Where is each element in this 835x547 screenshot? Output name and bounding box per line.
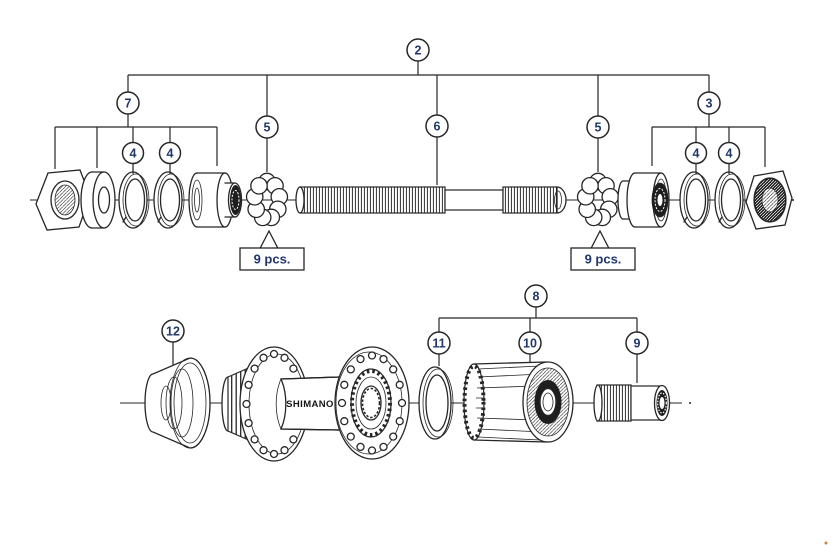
callout-3: 3 <box>697 91 721 115</box>
axle-nut-left <box>35 169 91 231</box>
callout-2: 2 <box>406 38 430 62</box>
dust-cap <box>144 357 211 449</box>
callout-connector-lines <box>54 61 766 383</box>
left-flange <box>239 346 341 462</box>
callout-7: 7 <box>116 91 140 115</box>
callout-5-right: 5 <box>586 115 610 139</box>
callout-6-number: 6 <box>434 120 441 134</box>
lock-washer-right-1 <box>679 171 711 229</box>
right-flange <box>334 346 410 460</box>
callout-11: 11 <box>427 331 451 355</box>
callout-7-number: 7 <box>125 97 132 111</box>
ball-bearings-right <box>576 172 620 227</box>
callout-10-number: 10 <box>523 337 537 351</box>
callout-9-number: 9 <box>634 337 641 351</box>
callout-4-left-2: 4 <box>158 141 182 165</box>
callout-10: 10 <box>518 331 542 355</box>
center-axis-lines <box>30 199 794 404</box>
hub-brand-text: SHIMANO <box>286 399 334 410</box>
callout-5-number: 5 <box>595 121 602 135</box>
callout-2-number: 2 <box>415 44 422 58</box>
freehub-mount-splines <box>350 368 392 438</box>
callout-4-left-1: 4 <box>121 141 145 165</box>
cone-right <box>617 172 670 228</box>
quantity-label-right-text: 9 pcs. <box>585 252 622 267</box>
callout-4-number: 4 <box>726 147 733 161</box>
quantity-label-left: 9 pcs. <box>239 229 305 271</box>
callout-4-number: 4 <box>693 147 700 161</box>
callout-12: 12 <box>161 319 185 343</box>
cone-left <box>188 172 243 228</box>
callout-6: 6 <box>425 114 449 138</box>
callout-8: 8 <box>524 284 548 308</box>
axle <box>295 186 567 214</box>
axle-nut-right <box>745 170 793 230</box>
quantity-label-left-text: 9 pcs. <box>254 252 291 267</box>
seal-ring <box>418 366 454 440</box>
quantity-label-right: 9 pcs. <box>570 229 636 271</box>
callout-5-number: 5 <box>264 121 271 135</box>
ball-bearings-left <box>245 172 289 227</box>
callout-4-right-1: 4 <box>684 141 708 165</box>
freehub-fixing-bolt <box>593 384 671 422</box>
lock-washer-right-2 <box>714 171 746 229</box>
freehub-body <box>462 361 574 443</box>
callout-4-number: 4 <box>130 147 137 161</box>
callout-11-number: 11 <box>432 337 445 351</box>
callout-3-number: 3 <box>706 97 713 111</box>
callout-4-right-2: 4 <box>717 141 741 165</box>
callout-5-left: 5 <box>255 115 279 139</box>
spacer-washer-left <box>80 171 116 229</box>
callout-4-number: 4 <box>167 147 174 161</box>
lock-washer-left-2 <box>153 171 185 229</box>
callout-8-number: 8 <box>533 290 540 304</box>
callout-12-number: 12 <box>166 325 180 339</box>
lock-washer-left-1 <box>118 171 150 229</box>
scan-artifact-dot <box>824 541 828 545</box>
callout-9: 9 <box>625 331 649 355</box>
hub-shell: SHIMANO <box>221 346 410 462</box>
